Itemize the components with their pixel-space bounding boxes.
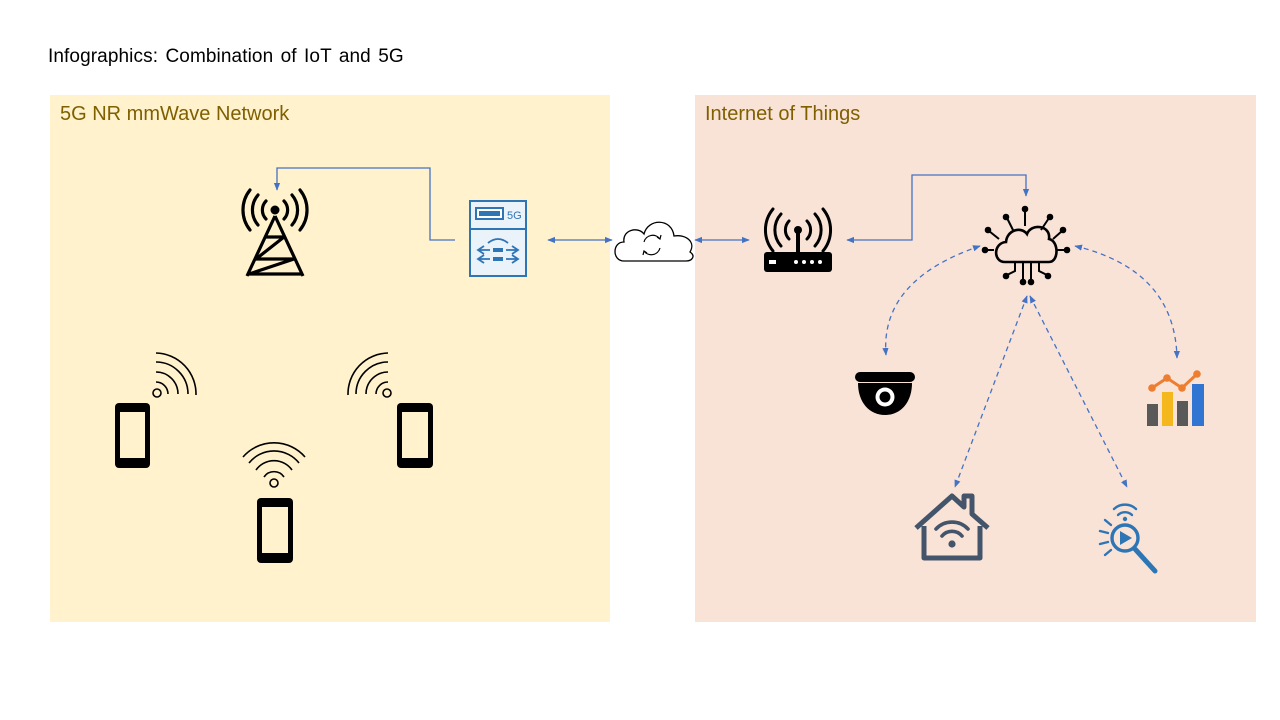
smartphone-left-icon: [115, 403, 150, 468]
panel-5g-network: 5G NR mmWave Network: [50, 95, 610, 622]
security-camera-icon: [855, 372, 915, 415]
connector-tower-core: [273, 167, 455, 241]
connector-router-iotcloud: [846, 174, 1030, 244]
sensor-search-icon: [1098, 503, 1158, 574]
panel-iot-title: Internet of Things: [705, 103, 861, 125]
connectors: [273, 167, 1180, 488]
wifi-signal-left-icon: [152, 352, 197, 398]
connector-iot-analytics: [1074, 244, 1180, 359]
cloud-sync-icon: [614, 221, 694, 262]
connector-iot-home: [954, 295, 1028, 488]
smart-home-icon: [914, 493, 990, 561]
connector-iot-camera: [882, 245, 981, 356]
smartphone-right-icon: [397, 403, 433, 468]
wifi-signal-right-icon: [347, 352, 392, 398]
wifi-router-icon: [763, 207, 833, 272]
core-unit-label: 5G: [507, 210, 522, 222]
connector-iot-sensor: [1029, 295, 1128, 488]
cell-tower-icon: [241, 188, 309, 277]
wifi-signal-bottom-icon: [242, 442, 306, 488]
smartphone-bottom-icon: [257, 498, 293, 563]
page-title: Infographics: Combination of IoT and 5G: [48, 46, 404, 67]
5g-core-unit-icon: 5G: [469, 200, 527, 277]
iot-cloud-network-icon: [981, 205, 1071, 286]
panel-5g-network-title: 5G NR mmWave Network: [60, 103, 290, 125]
bar-chart-analytics-icon: [1147, 370, 1204, 426]
